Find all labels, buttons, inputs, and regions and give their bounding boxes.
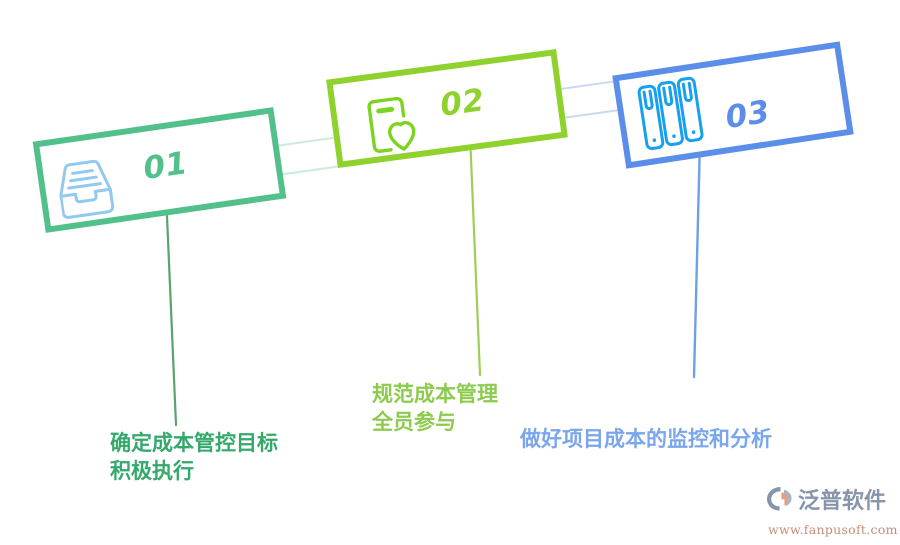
watermark-url: www.fanpusoft.com <box>768 522 898 537</box>
step-label-01: 确定成本管控目标 积极执行 <box>110 431 278 483</box>
watermark-logo: 泛普软件 www.fanpusoft.com <box>766 486 898 538</box>
binders-icon <box>636 75 709 164</box>
step-card-01[interactable]: 01 <box>32 107 287 233</box>
step-number-02: 02 <box>438 82 487 124</box>
step-card-03[interactable]: 03 <box>612 41 854 169</box>
stem-03 <box>692 138 702 379</box>
stem-02 <box>468 132 482 377</box>
watermark-brand-row: 泛普软件 <box>766 486 894 517</box>
stem-01 <box>164 191 178 427</box>
phone-heart-icon <box>365 90 425 163</box>
step-number-01: 01 <box>141 145 190 188</box>
step-label-02: 规范成本管理 全员参与 <box>372 382 498 434</box>
step-number-03: 03 <box>723 93 773 137</box>
step-card-02[interactable]: 02 <box>326 49 568 168</box>
fanpu-logo-icon <box>766 486 794 517</box>
step-label-03: 做好项目成本的监控和分析 <box>520 427 772 451</box>
watermark-brand-text: 泛普软件 <box>798 488 887 514</box>
inbox-tray-icon <box>55 153 120 227</box>
